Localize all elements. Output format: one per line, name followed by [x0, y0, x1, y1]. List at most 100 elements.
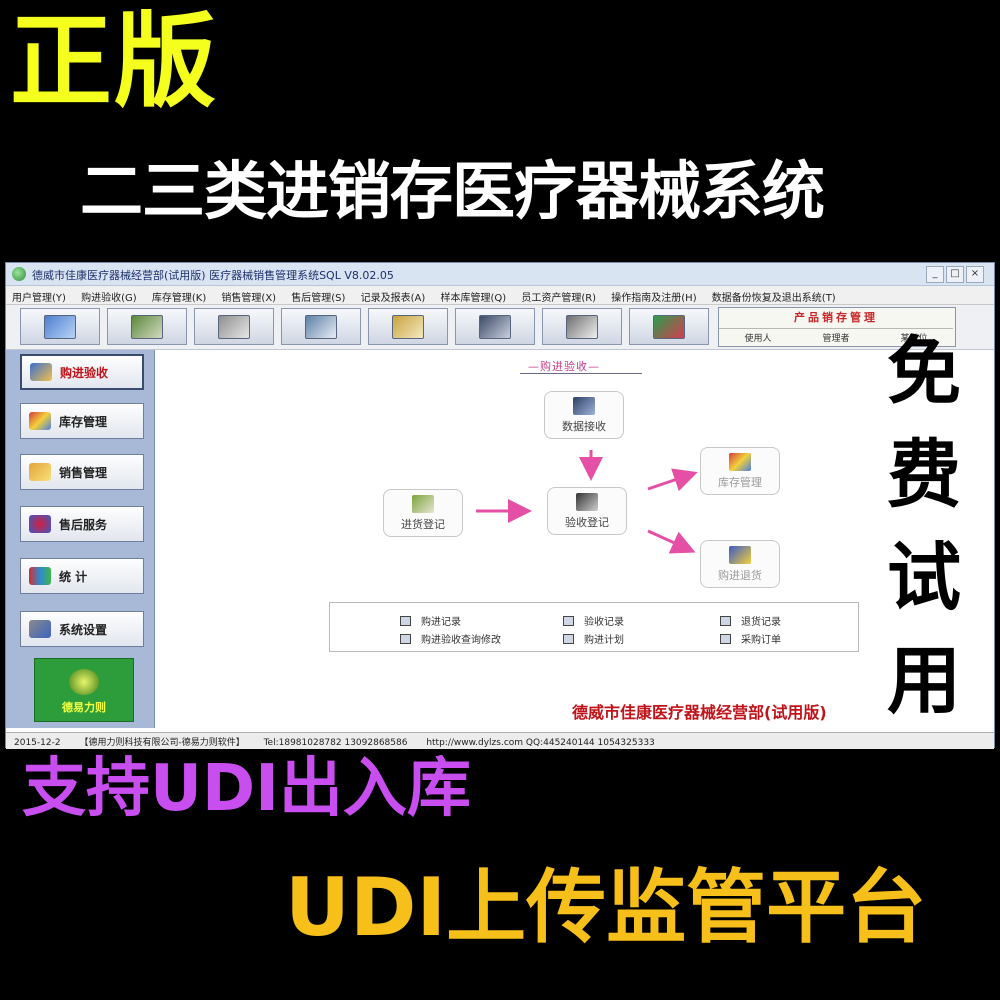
- link-label: 购进验收查询修改: [421, 635, 501, 646]
- sidebar-item-inventory[interactable]: 库存管理: [20, 403, 144, 439]
- info-field-unit: 某单位: [900, 333, 928, 344]
- promo-subtitle: 二三类进销存医疗器械系统: [80, 155, 825, 228]
- menu-sales[interactable]: 销售管理(X): [221, 293, 277, 304]
- flow-title: —购进验收—: [528, 360, 600, 373]
- node-data-receive[interactable]: 数据接收: [544, 391, 624, 439]
- promo-vertical-char: 免: [887, 329, 961, 415]
- toolbar-refresh-button[interactable]: [20, 308, 100, 345]
- app-logo-icon: [12, 267, 26, 281]
- sidebar-item-label: 库存管理: [59, 414, 108, 429]
- menu-samples[interactable]: 样本库管理(Q): [440, 293, 507, 304]
- cart-icon: [29, 463, 51, 481]
- info-panel-title: 产品销存管理: [794, 311, 878, 324]
- toolbar-phone-button[interactable]: [542, 308, 622, 345]
- app-window: 德威市佳康医疗器械经营部(试用版) 医疗器械销售管理系统SQL V8.02.05…: [5, 262, 995, 749]
- info-panel: 产品销存管理 使用人 管理者 某单位: [718, 307, 956, 347]
- settings-icon: [29, 620, 51, 638]
- sidebar-item-stats[interactable]: 统 计: [20, 558, 144, 594]
- record-links: 购进记录 验收记录 退货记录 购进验收查询修改 购进计划 采购订单: [329, 602, 859, 652]
- promo-udi-inout: 支持UDI出入库: [22, 752, 471, 826]
- data-receive-icon: [573, 396, 595, 415]
- sidebar-item-service[interactable]: 售后服务: [20, 506, 144, 542]
- minimize-button[interactable]: _: [926, 266, 944, 283]
- promo-vertical-char: 试: [887, 535, 961, 621]
- sidebar-item-settings[interactable]: 系统设置: [20, 611, 144, 647]
- menu-aftersales[interactable]: 售后管理(S): [291, 293, 346, 304]
- flow-title-underline: [520, 373, 642, 374]
- menu-inventory[interactable]: 库存管理(K): [151, 293, 207, 304]
- menu-purchase[interactable]: 购进验收(G): [81, 293, 137, 304]
- info-panel-fields: 使用人 管理者 某单位: [719, 328, 953, 345]
- inventory-icon: [729, 452, 751, 471]
- info-field-manager: 管理者: [822, 333, 850, 344]
- node-label: 验收登记: [565, 515, 609, 529]
- arrow-accept-to-inventory: [647, 468, 698, 492]
- register-icon: [131, 314, 163, 339]
- node-purchase-register[interactable]: 进货登记: [383, 489, 463, 537]
- status-bar: 2015-12-2 【德用力则科技有限公司-德易力则软件】 Tel:189810…: [6, 732, 994, 749]
- menu-staff[interactable]: 员工资产管理(R): [521, 293, 597, 304]
- status-date: 2015-12-2: [14, 738, 61, 748]
- node-inventory[interactable]: 库存管理: [700, 447, 780, 495]
- menu-help[interactable]: 操作指南及注册(H): [611, 293, 697, 304]
- link-query-modify[interactable]: 购进验收查询修改: [400, 631, 501, 646]
- sidebar-item-label: 购进验收: [60, 365, 109, 380]
- company-name: 德威市佳康医疗器械经营部(试用版): [572, 703, 827, 722]
- toolbar-package-button[interactable]: [368, 308, 448, 345]
- node-purchase-return[interactable]: 购进退货: [700, 540, 780, 588]
- brand-logo-icon: [69, 669, 99, 695]
- exit-icon: [653, 314, 685, 339]
- node-label: 进货登记: [401, 517, 445, 531]
- link-return-records[interactable]: 退货记录: [720, 613, 781, 628]
- link-label: 购进计划: [584, 635, 624, 646]
- toolbar-register-button[interactable]: [107, 308, 187, 345]
- promo-vertical-char: 费: [887, 432, 961, 518]
- toolbar-exit-button[interactable]: [629, 308, 709, 345]
- link-acceptance-records[interactable]: 验收记录: [563, 613, 624, 628]
- phone-icon: [566, 314, 598, 339]
- toolbar-search-button[interactable]: [194, 308, 274, 345]
- table-icon: [720, 615, 731, 626]
- info-field-user: 使用人: [744, 333, 772, 344]
- menu-backup[interactable]: 数据备份恢复及退出系统(T): [711, 293, 836, 304]
- menu-user[interactable]: 用户管理(Y): [12, 293, 66, 304]
- sidebar-item-sales[interactable]: 销售管理: [20, 454, 144, 490]
- maximize-button[interactable]: □: [946, 266, 964, 283]
- promo-free-trial: 免 费 试 用: [860, 335, 988, 747]
- screen-icon: [479, 314, 511, 339]
- table-icon: [563, 633, 574, 644]
- link-purchase-plan[interactable]: 购进计划: [563, 631, 624, 646]
- node-label: 购进退货: [718, 568, 762, 582]
- link-label: 退货记录: [741, 617, 781, 628]
- sidebar-item-label: 系统设置: [59, 622, 108, 637]
- window-title: 德威市佳康医疗器械经营部(试用版) 医疗器械销售管理系统SQL V8.02.05: [32, 269, 394, 282]
- purchase-icon: [30, 363, 52, 381]
- toolbar-document-button[interactable]: [281, 308, 361, 345]
- title-bar: 德威市佳康医疗器械经营部(试用版) 医疗器械销售管理系统SQL V8.02.05…: [6, 263, 994, 286]
- table-icon: [720, 633, 731, 644]
- promo-headline: 正版: [10, 3, 218, 122]
- toolbar: 产品销存管理 使用人 管理者 某单位: [6, 305, 994, 350]
- link-purchase-records[interactable]: 购进记录: [400, 613, 461, 628]
- close-button[interactable]: ×: [966, 266, 984, 283]
- sidebar-item-label: 统 计: [59, 569, 88, 584]
- flow-arrows: [476, 450, 698, 554]
- acceptance-register-icon: [576, 492, 598, 511]
- status-tel: Tel:18981028782 13092868586: [263, 738, 408, 748]
- document-icon: [305, 314, 337, 339]
- sidebar-item-purchase[interactable]: 购进验收: [20, 354, 144, 390]
- link-purchase-orders[interactable]: 采购订单: [720, 631, 781, 646]
- search-icon: [218, 314, 250, 339]
- node-acceptance-register[interactable]: 验收登记: [547, 487, 627, 535]
- refresh-icon: [44, 314, 76, 339]
- menu-reports[interactable]: 记录及报表(A): [360, 293, 426, 304]
- link-label: 验收记录: [584, 617, 624, 628]
- promo-vertical-char: 用: [887, 638, 961, 724]
- toolbar-screen-button[interactable]: [455, 308, 535, 345]
- table-icon: [563, 615, 574, 626]
- stats-icon: [29, 567, 51, 585]
- table-icon: [400, 633, 411, 644]
- menu-bar: 用户管理(Y) 购进验收(G) 库存管理(K) 销售管理(X) 售后管理(S) …: [6, 286, 994, 305]
- service-icon: [29, 515, 51, 533]
- sidebar-item-label: 销售管理: [59, 465, 108, 480]
